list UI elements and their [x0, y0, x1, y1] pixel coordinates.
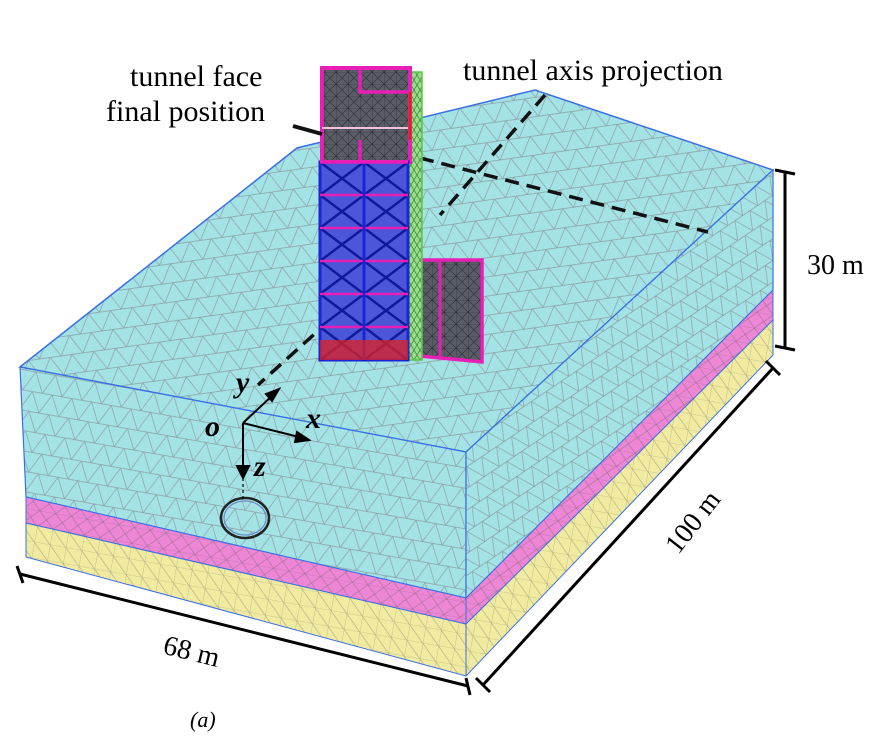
- axis-origin-label: o: [205, 410, 220, 443]
- building: [318, 66, 484, 364]
- coordinate-axes: [235, 387, 312, 500]
- tunnel-axis-label: tunnel axis projection: [463, 54, 723, 87]
- axis-x-label: x: [305, 402, 321, 435]
- tunnel-face-label-line2: final position: [106, 95, 265, 128]
- tunnel-axis-projection-lines: [256, 93, 709, 387]
- length-dimension-label: 100 m: [659, 485, 727, 560]
- dimension-lines: [15, 168, 796, 696]
- axis-z-label: z: [253, 450, 266, 483]
- building-annex: [418, 258, 484, 364]
- soil-block: [18, 89, 775, 678]
- axis-y-label: y: [233, 366, 250, 399]
- tunnel-ring: [219, 496, 271, 540]
- side-face-yellow-layer: [465, 318, 774, 678]
- tunnel-face-pointer: [292, 124, 323, 136]
- width-dimension-label: 68 m: [160, 630, 223, 674]
- tunnel-ring-inner: [223, 500, 267, 536]
- tunnel-face-label-line1: tunnel face: [130, 60, 262, 93]
- height-dimension-label: 30 m: [807, 250, 864, 281]
- caption: (a): [190, 707, 216, 732]
- building-upper-part: [320, 66, 412, 164]
